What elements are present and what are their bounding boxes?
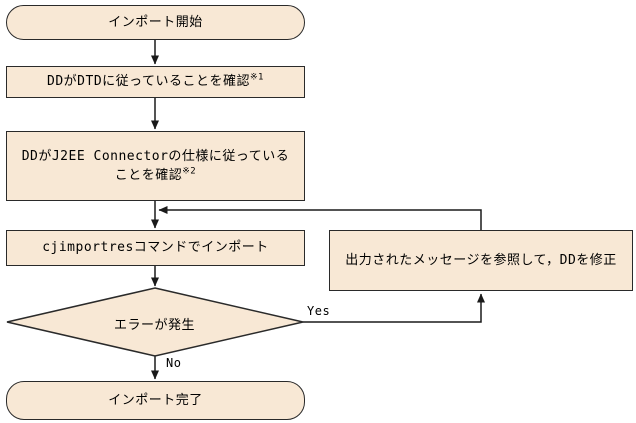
node-fix-dd-label: 出力されたメッセージを参照して，DDを修正 [345, 252, 617, 268]
node-end-label: インポート完了 [108, 392, 203, 408]
node-import-command: cjimportresコマンドでインポート [6, 230, 305, 266]
edge-fix-dd-feedback [158, 206, 482, 230]
decision-diamond-shape [6, 287, 304, 357]
node-start-label: インポート開始 [108, 14, 203, 30]
node-fix-dd: 出力されたメッセージを参照して，DDを修正 [329, 230, 633, 291]
node-check-j2ee-label: DDがJ2EE Connectorの仕様に従っている ことを確認※2 [21, 148, 290, 184]
node-start-terminator: インポート開始 [6, 5, 305, 40]
node-end-terminator: インポート完了 [6, 381, 305, 420]
node-import-command-label: cjimportresコマンドでインポート [42, 240, 269, 256]
node-check-dtd: DDがDTDに従っていることを確認※1 [6, 66, 305, 98]
edge-label-yes: Yes [307, 304, 331, 318]
decision-error-label: エラーが発生 [113, 318, 195, 333]
node-check-j2ee: DDがJ2EE Connectorの仕様に従っている ことを確認※2 [6, 131, 305, 201]
note-ref-1: ※1 [250, 72, 264, 83]
node-check-dtd-label: DDがDTDに従っていることを確認※1 [47, 72, 264, 90]
edge-decision-yes-to-fix-dd [303, 293, 485, 323]
note-ref-2: ※2 [182, 166, 197, 177]
edge-label-no: No [166, 356, 182, 370]
